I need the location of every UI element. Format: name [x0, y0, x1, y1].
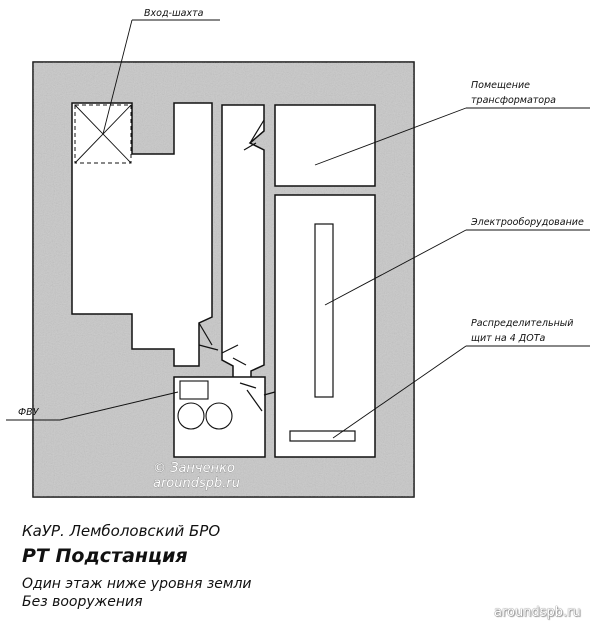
label-switchboard-line1: Распределительный	[471, 318, 573, 329]
caption-line-2: Без вооружения	[22, 594, 143, 610]
watermark-site-corner: aroundspb.ru	[494, 605, 581, 620]
switchboard	[289, 430, 356, 442]
electrical-cabinet	[314, 223, 334, 398]
caption-object-name: РТ Подстанция	[22, 545, 188, 567]
label-transformer-room-line1: Помещение	[471, 80, 530, 91]
fvu-fan-right	[205, 402, 233, 430]
label-fvu: ФВУ	[18, 407, 40, 418]
watermark-site-inline: aroundspb.ru	[153, 476, 240, 491]
transformer-room	[274, 104, 376, 187]
label-transformer-room-line2: трансформатора	[471, 95, 556, 106]
watermark-copyright: © Занченко	[153, 461, 235, 476]
label-switchboard-line2: щит на 4 ДОТа	[471, 333, 545, 344]
label-shaft-entrance: Вход-шахта	[144, 8, 204, 19]
label-electrical-equipment: Электрооборудование	[470, 217, 584, 228]
caption-line-1: Один этаж ниже уровня земли	[22, 576, 252, 592]
vertical-passage	[221, 104, 265, 381]
fvu-fan-left	[177, 402, 205, 430]
fvu-unit	[179, 380, 209, 400]
caption-organization: КаУР. Лемболовский БРО	[22, 522, 221, 540]
